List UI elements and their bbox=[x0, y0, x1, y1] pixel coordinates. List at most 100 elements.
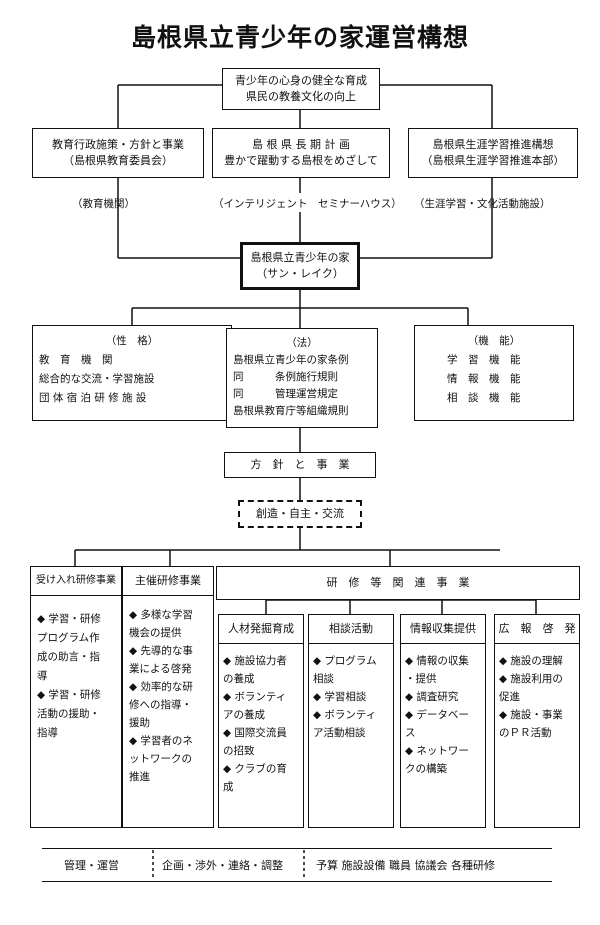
sponsored-item: ◆ 効率的な研 bbox=[129, 681, 193, 693]
character-item: 団 体 宿 泊 研 修 施 設 bbox=[39, 392, 147, 404]
publicity-item: ◆ 施設利用の bbox=[499, 673, 563, 685]
pillar-1-line-1: 教育行政施策・方針と事業 bbox=[52, 138, 184, 151]
pillar-education-policy: 教育行政施策・方針と事業 （島根県教育委員会） bbox=[32, 128, 204, 178]
sponsored-item: 業による啓発 bbox=[129, 663, 192, 675]
sponsored-item: 機会の提供 bbox=[129, 627, 182, 639]
information-heading: 情報収集提供 bbox=[401, 615, 485, 644]
talent-item: ◆ ボランティ bbox=[223, 691, 287, 703]
function-item: 情 報 機 能 bbox=[447, 373, 521, 385]
law-item: 島根県立青少年の家条例 bbox=[233, 354, 349, 366]
law-item: 島根県教育庁等組織規則 bbox=[233, 405, 349, 417]
sponsored-heading: 主催研修事業 bbox=[123, 567, 213, 596]
reception-item: 導 bbox=[37, 670, 48, 682]
related-projects-header: 研 修 等 関 連 事 業 bbox=[216, 566, 580, 600]
pillar-1-line-2: （島根県教育委員会） bbox=[63, 154, 173, 167]
reception-item: 指導 bbox=[37, 727, 58, 739]
sponsored-item: ◆ 先導的な事 bbox=[129, 645, 193, 657]
information-item: クの構築 bbox=[405, 763, 447, 775]
pillar-2-line-1: 島 根 県 長 期 計 画 bbox=[252, 138, 350, 151]
reception-item: ◆ 学習・研修 bbox=[37, 689, 101, 701]
motto-label: 創造・自主・交流 bbox=[256, 507, 344, 520]
information-item: ス bbox=[405, 727, 416, 739]
publicity-box: 広 報 啓 発 ◆ 施設の理解 ◆ 施設利用の 促進 ◆ 施設・事業 のＰＲ活動 bbox=[494, 614, 580, 828]
information-item: ◆ データベー bbox=[405, 709, 469, 721]
character-box: （性 格） 教 育 機 関 総合的な交流・学習施設 団 体 宿 泊 研 修 施 … bbox=[32, 325, 232, 421]
talent-item: の招致 bbox=[223, 745, 255, 757]
policy-box: 方 針 と 事 業 bbox=[224, 452, 376, 478]
pillar-3-note: （生涯学習・文化活動施設） bbox=[414, 198, 551, 210]
reception-item: 活動の援助・ bbox=[37, 708, 100, 720]
sponsored-item: ◆ 多様な学習 bbox=[129, 609, 193, 621]
consultation-heading: 相談活動 bbox=[309, 615, 393, 644]
reception-item: ◆ 学習・研修 bbox=[37, 613, 101, 625]
law-item: 同 条例施行規則 bbox=[233, 371, 338, 383]
publicity-item: のＰＲ活動 bbox=[499, 727, 552, 739]
pillar-3-line-2: （島根県生涯学習推進本部） bbox=[421, 154, 565, 167]
bottom-budget: 予算 施設設備 職員 協議会 各種研修 bbox=[316, 859, 495, 872]
consultation-item: ◆ ボランティ bbox=[313, 709, 377, 721]
goal-box: 青少年の心身の健全な育成 県民の教養文化の向上 bbox=[222, 68, 380, 110]
sponsored-training-box: 主催研修事業 ◆ 多様な学習 機会の提供 ◆ 先導的な事 業による啓発 ◆ 効率… bbox=[122, 566, 214, 828]
information-item: ◆ ネットワー bbox=[405, 745, 469, 757]
character-item: 総合的な交流・学習施設 bbox=[39, 373, 155, 385]
goal-line-2: 県民の教養文化の向上 bbox=[246, 90, 356, 103]
talent-item: ◆ 国際交流員 bbox=[223, 727, 287, 739]
talent-item: ◆ クラブの育 bbox=[223, 763, 287, 775]
pillar-lifelong-learning: 島根県生涯学習推進構想 （島根県生涯学習推進本部） bbox=[408, 128, 578, 178]
talent-item: アの養成 bbox=[223, 709, 265, 721]
character-heading: （性 格） bbox=[105, 335, 159, 347]
sponsored-item: 推進 bbox=[129, 771, 150, 783]
function-item: 相 談 機 能 bbox=[447, 392, 521, 404]
information-item: ◆ 情報の収集 bbox=[405, 655, 469, 667]
talent-development-box: 人材発掘育成 ◆ 施設協力者 の養成 ◆ ボランティ アの養成 ◆ 国際交流員 … bbox=[218, 614, 304, 828]
policy-label: 方 針 と 事 業 bbox=[250, 458, 350, 471]
function-item: 学 習 機 能 bbox=[447, 354, 521, 366]
reception-item: プログラム作 bbox=[37, 632, 100, 644]
publicity-item: 促進 bbox=[499, 691, 520, 703]
reception-item: 成の助言・指 bbox=[37, 651, 100, 663]
pillar-2-line-2: 豊かで躍動する島根をめざして bbox=[224, 154, 378, 167]
consultation-item: ◆ 学習相談 bbox=[313, 691, 367, 703]
information-item: ・提供 bbox=[405, 673, 437, 685]
pillar-2-note: （インテリジェント セミナーハウス） bbox=[213, 198, 402, 210]
information-box: 情報収集提供 ◆ 情報の収集 ・提供 ◆ 調査研究 ◆ データベー ス ◆ ネッ… bbox=[400, 614, 486, 828]
law-item: 同 管理運営規定 bbox=[233, 388, 338, 400]
consultation-item: 相談 bbox=[313, 673, 334, 685]
bottom-planning: 企画・渉外・連絡・調整 bbox=[162, 859, 283, 872]
center-line-1: 島根県立青少年の家 bbox=[250, 251, 350, 264]
law-box: （法） 島根県立青少年の家条例 同 条例施行規則 同 管理運営規定 島根県教育庁… bbox=[226, 328, 378, 428]
talent-item: の養成 bbox=[223, 673, 255, 685]
related-projects-heading: 研 修 等 関 連 事 業 bbox=[326, 576, 470, 589]
reception-heading: 受け入れ研修事業 bbox=[31, 567, 121, 596]
pillar-3-line-1: 島根県生涯学習推進構想 bbox=[432, 138, 554, 151]
bottom-bar: 管理・運営 企画・渉外・連絡・調整 予算 施設設備 職員 協議会 各種研修 bbox=[42, 848, 552, 882]
function-heading: （機 能） bbox=[467, 335, 521, 347]
publicity-heading: 広 報 啓 発 bbox=[495, 615, 579, 644]
consultation-item: ア活動相談 bbox=[313, 727, 366, 739]
motto-box: 創造・自主・交流 bbox=[238, 500, 362, 528]
law-heading: （法） bbox=[286, 337, 318, 349]
sponsored-item: 修への指導・ bbox=[129, 699, 192, 711]
center-box: 島根県立青少年の家 （サン・レイク） bbox=[240, 242, 360, 290]
goal-line-1: 青少年の心身の健全な育成 bbox=[235, 74, 367, 87]
sponsored-item: ットワークの bbox=[129, 753, 192, 765]
page-title: 島根県立青少年の家運営構想 bbox=[130, 23, 469, 52]
talent-heading: 人材発掘育成 bbox=[219, 615, 303, 644]
talent-item: ◆ 施設協力者 bbox=[223, 655, 287, 667]
bottom-management: 管理・運営 bbox=[64, 859, 119, 872]
reception-training-box: 受け入れ研修事業 ◆ 学習・研修 プログラム作 成の助言・指 導 ◆ 学習・研修… bbox=[30, 566, 122, 828]
talent-item: 成 bbox=[223, 781, 234, 793]
pillar-1-note: （教育機関） bbox=[72, 198, 135, 210]
publicity-item: ◆ 施設・事業 bbox=[499, 709, 563, 721]
character-item: 教 育 機 関 bbox=[39, 354, 113, 366]
consultation-box: 相談活動 ◆ プログラム 相談 ◆ 学習相談 ◆ ボランティ ア活動相談 bbox=[308, 614, 394, 828]
sponsored-item: 援助 bbox=[129, 717, 150, 729]
publicity-item: ◆ 施設の理解 bbox=[499, 655, 563, 667]
center-line-2: （サン・レイク） bbox=[256, 267, 344, 280]
information-item: ◆ 調査研究 bbox=[405, 691, 459, 703]
sponsored-item: ◆ 学習者のネ bbox=[129, 735, 193, 747]
consultation-item: ◆ プログラム bbox=[313, 655, 377, 667]
pillar-long-term-plan: 島 根 県 長 期 計 画 豊かで躍動する島根をめざして bbox=[212, 128, 390, 178]
function-box: （機 能） 学 習 機 能 情 報 機 能 相 談 機 能 bbox=[414, 325, 574, 421]
